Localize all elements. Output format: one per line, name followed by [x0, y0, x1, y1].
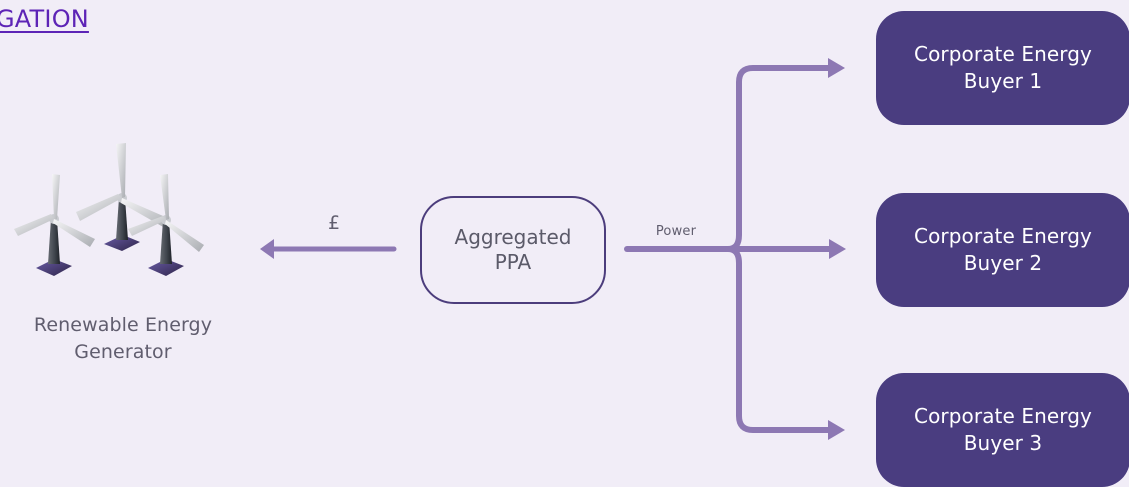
- turbine-base: [36, 259, 72, 276]
- buyer-1-arrow-line: [725, 65, 831, 252]
- payment-arrow-head: [260, 239, 274, 259]
- power-distribution-arrows: [624, 58, 846, 440]
- aggregated-ppa-box: Aggregated PPA: [420, 196, 606, 304]
- corporate-energy-buyer-2-box: Corporate Energy Buyer 2: [876, 193, 1129, 307]
- buyer-3-arrow-head: [828, 420, 845, 440]
- heading-link[interactable]: GATION: [0, 5, 89, 33]
- turbine-blade: [116, 143, 126, 198]
- buyer-1-arrow-head: [828, 58, 845, 78]
- turbine-base: [104, 235, 140, 251]
- generator-label: Renewable Energy Generator: [33, 314, 213, 363]
- turbine-tower: [48, 219, 60, 264]
- turbine-tower: [116, 198, 128, 240]
- wind-turbine-icon: [14, 143, 204, 276]
- currency-label: £: [327, 212, 341, 234]
- turbine-blade: [53, 219, 95, 247]
- turbine-blade: [14, 214, 54, 236]
- turbine-blade: [165, 220, 204, 252]
- turbine-blade: [76, 194, 122, 221]
- turbine-blade: [128, 216, 166, 236]
- corporate-energy-buyer-1-box: Corporate Energy Buyer 1: [876, 11, 1129, 125]
- turbine-base: [148, 259, 184, 276]
- turbine-blade: [52, 174, 60, 219]
- buyer-2-arrow-head: [829, 239, 846, 259]
- power-label: Power: [655, 224, 697, 239]
- turbine-blade: [160, 174, 169, 220]
- corporate-energy-buyer-3-box: Corporate Energy Buyer 3: [876, 373, 1129, 487]
- turbine-tower: [160, 220, 172, 264]
- buyer-3-arrow-line: [725, 246, 831, 433]
- aggregated-ppa-diagram: [14, 58, 846, 440]
- payment-arrow: [260, 239, 397, 259]
